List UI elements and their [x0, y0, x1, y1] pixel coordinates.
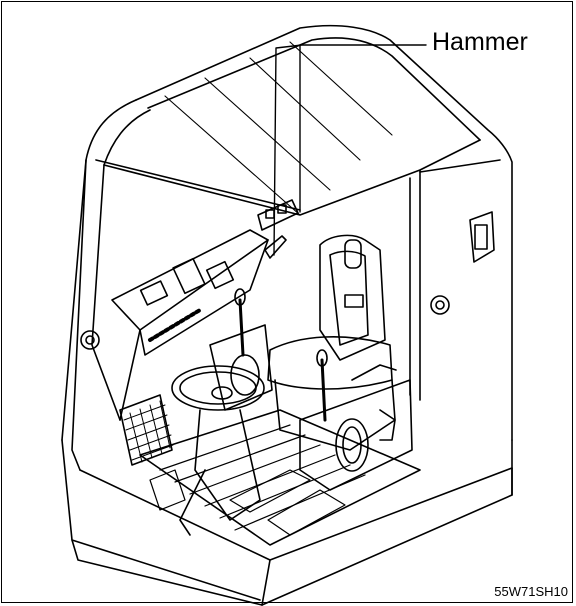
cab-roof — [61, 24, 513, 441]
left-console — [209, 288, 273, 411]
cab-body — [61, 159, 513, 606]
floor-mat — [139, 409, 421, 546]
right-console — [299, 349, 413, 491]
callout-leader — [273, 44, 427, 256]
hatched-panel — [119, 394, 174, 466]
operator-seat — [267, 234, 397, 451]
figure-code: 55W71SH10 — [494, 584, 568, 599]
hammer-callout-label: Hammer — [432, 28, 528, 56]
dashboard — [80, 229, 269, 421]
hammer-switch — [257, 199, 299, 259]
side-window — [430, 211, 495, 315]
